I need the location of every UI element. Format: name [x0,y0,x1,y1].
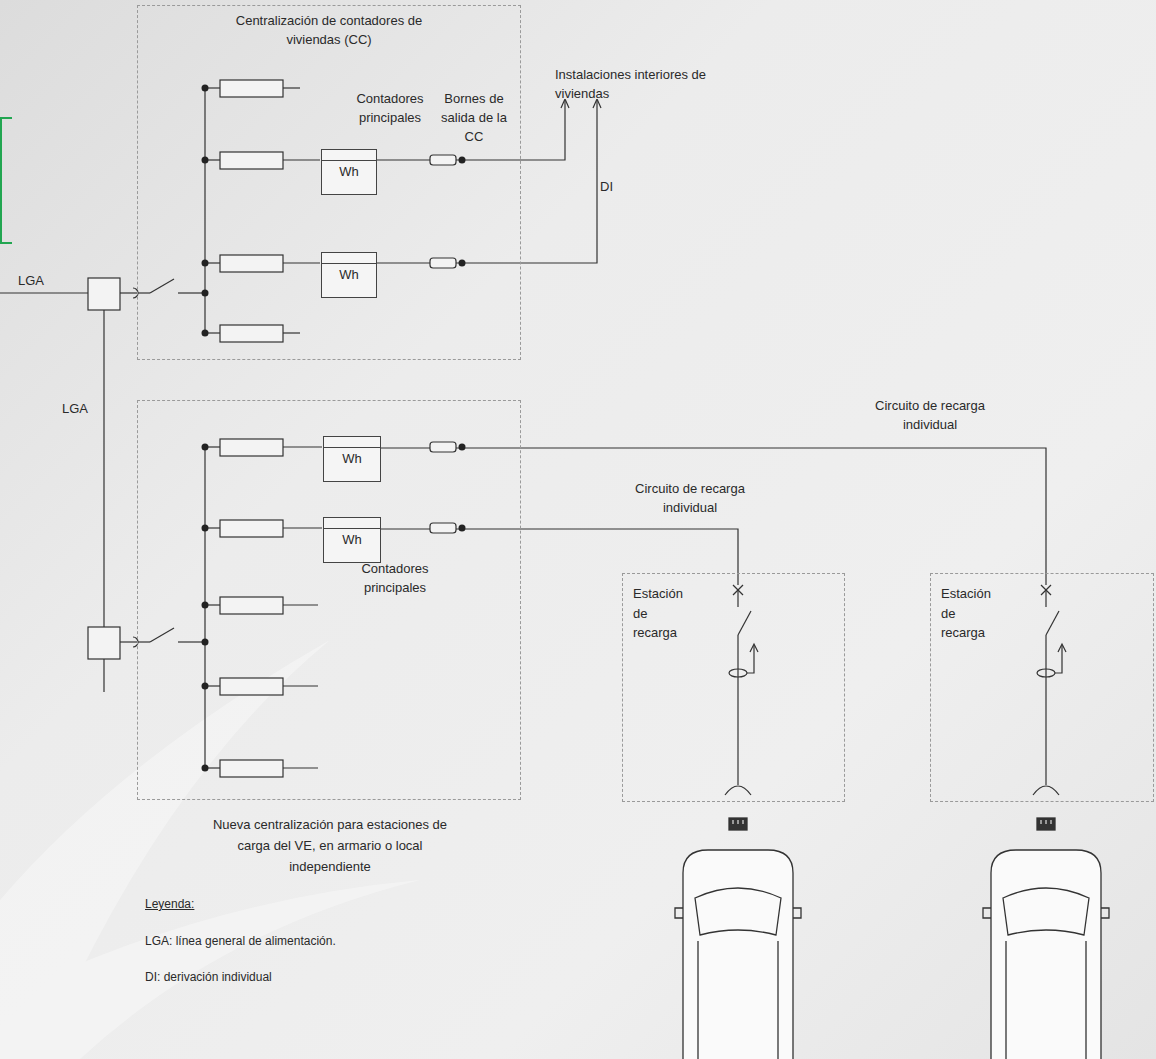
meter-label: Wh [322,150,376,182]
car-illustration [675,818,801,1059]
meter-label: Wh [324,437,380,469]
station-label: Estación de recarga [941,584,1003,643]
annotation-label: DI [600,178,630,197]
meter-label: Wh [322,253,376,285]
annotation-label: Bornes de salida de la CC [434,90,514,147]
station-symbols [725,573,758,795]
annotation-label: Instalaciones interiores de viviendas [555,66,725,104]
accent-bar [0,117,12,119]
meter-band [324,437,380,448]
accent-bar [0,242,12,244]
station-symbols [1033,573,1066,795]
charging-circuit-line [381,448,1046,573]
annotation-label: LGA [18,272,68,291]
meter-band [322,253,376,264]
box-title: Nueva centralización para estaciones de … [210,815,450,877]
annotation-label: Contadores principales [350,90,430,128]
legend-text: LGA: línea general de alimentación. [145,934,336,948]
meter-box: Wh [323,436,381,482]
legend-heading: Leyenda: [145,896,265,913]
meter-box: Wh [321,149,377,195]
legend-text: DI: derivación individual [145,970,272,984]
annotation-label: LGA [62,400,112,419]
edge-label: Circuito de recarga individual [615,480,765,518]
charging-station-box: Estación de recarga [622,573,845,802]
box-title: Centralización de contadores de vivienda… [229,12,429,50]
edge-label: Circuito de recarga individual [850,397,1010,435]
meter-label: Wh [324,518,380,550]
centralization-box: Nueva centralización para estaciones de … [137,400,521,800]
charging-station-box: Estación de recarga [930,573,1154,802]
wiring [0,80,597,777]
accent-bar [0,118,2,243]
station-label: Estación de recarga [633,584,695,643]
annotation-label: Contadores principales [345,560,445,598]
meter-box: Wh [323,517,381,563]
meter-band [322,150,376,161]
junction-dot [202,85,466,772]
charging-circuit-line [381,529,738,573]
meter-box: Wh [321,252,377,298]
meter-band [324,518,380,529]
legend-entry: LGA: línea general de alimentación. [145,934,336,948]
car-illustration [983,818,1109,1059]
legend-entry: DI: derivación individual [145,970,272,984]
centralization-box: Centralización de contadores de vivienda… [137,5,521,360]
